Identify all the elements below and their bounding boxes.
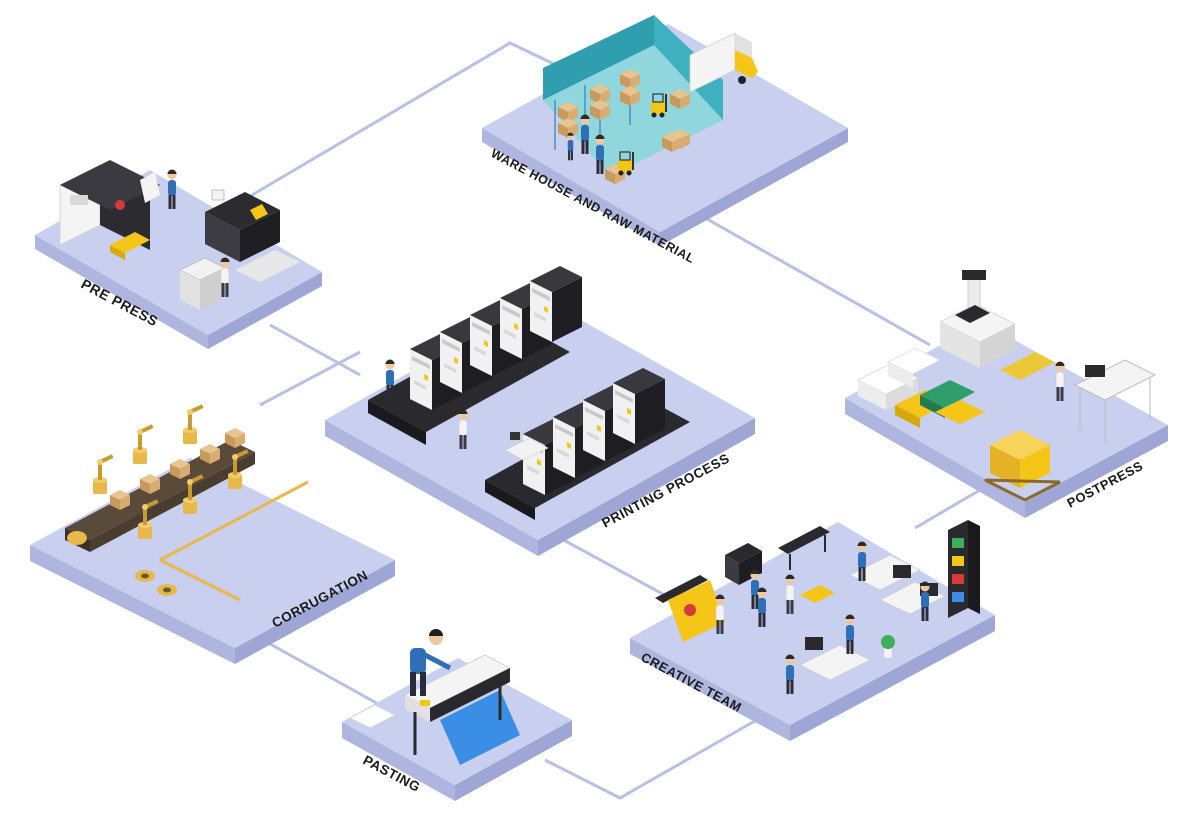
paper-cutter xyxy=(1073,359,1157,442)
book-piles xyxy=(895,380,985,428)
connector-corrugation-printing xyxy=(259,350,361,407)
tape-rolls xyxy=(135,570,177,596)
prepress-plate-machine xyxy=(59,160,160,250)
connector-printing-creative xyxy=(559,536,671,600)
paper-stacks xyxy=(857,347,941,410)
warehouse-platform-side xyxy=(482,128,660,246)
connector-prepress-printing xyxy=(269,323,361,377)
large-format-plotter xyxy=(778,526,830,570)
delivery-truck-icon xyxy=(689,32,758,93)
creative-copier xyxy=(725,543,762,585)
connector-pasting-creative xyxy=(544,716,761,800)
poster-plotter xyxy=(655,575,725,642)
prepress-printer xyxy=(179,257,226,310)
pasting-station: PASTING xyxy=(342,629,572,801)
office-desks xyxy=(799,554,946,681)
connector-postpress-creative xyxy=(914,488,981,530)
offset-press-back xyxy=(368,266,582,445)
warehouse-station: WARE HOUSE AND RAW MATERIAL xyxy=(482,15,848,266)
connector-warehouse-postpress xyxy=(699,213,931,347)
postpress-station: POSTPRESS xyxy=(845,270,1168,518)
offset-press-front xyxy=(485,368,690,520)
plant-icon xyxy=(881,635,895,659)
wide-format-printer xyxy=(404,654,520,765)
conveyor-belt xyxy=(65,440,255,552)
printing-platform xyxy=(325,298,755,540)
prepress-station: PRE PRESS xyxy=(35,160,322,349)
creative-station: CREATIVE TEAM xyxy=(630,520,995,741)
pasting-worker xyxy=(410,629,452,696)
yellow-box-stack xyxy=(984,430,1061,502)
corrugation-station: CORRUGATION xyxy=(30,404,395,664)
prepress-copier xyxy=(205,189,280,262)
bookshelf xyxy=(948,520,980,618)
floor-guide-line xyxy=(159,480,309,562)
postpress-die-cutter xyxy=(939,270,1016,368)
printing-station: PRINTING PROCESS xyxy=(325,266,755,556)
